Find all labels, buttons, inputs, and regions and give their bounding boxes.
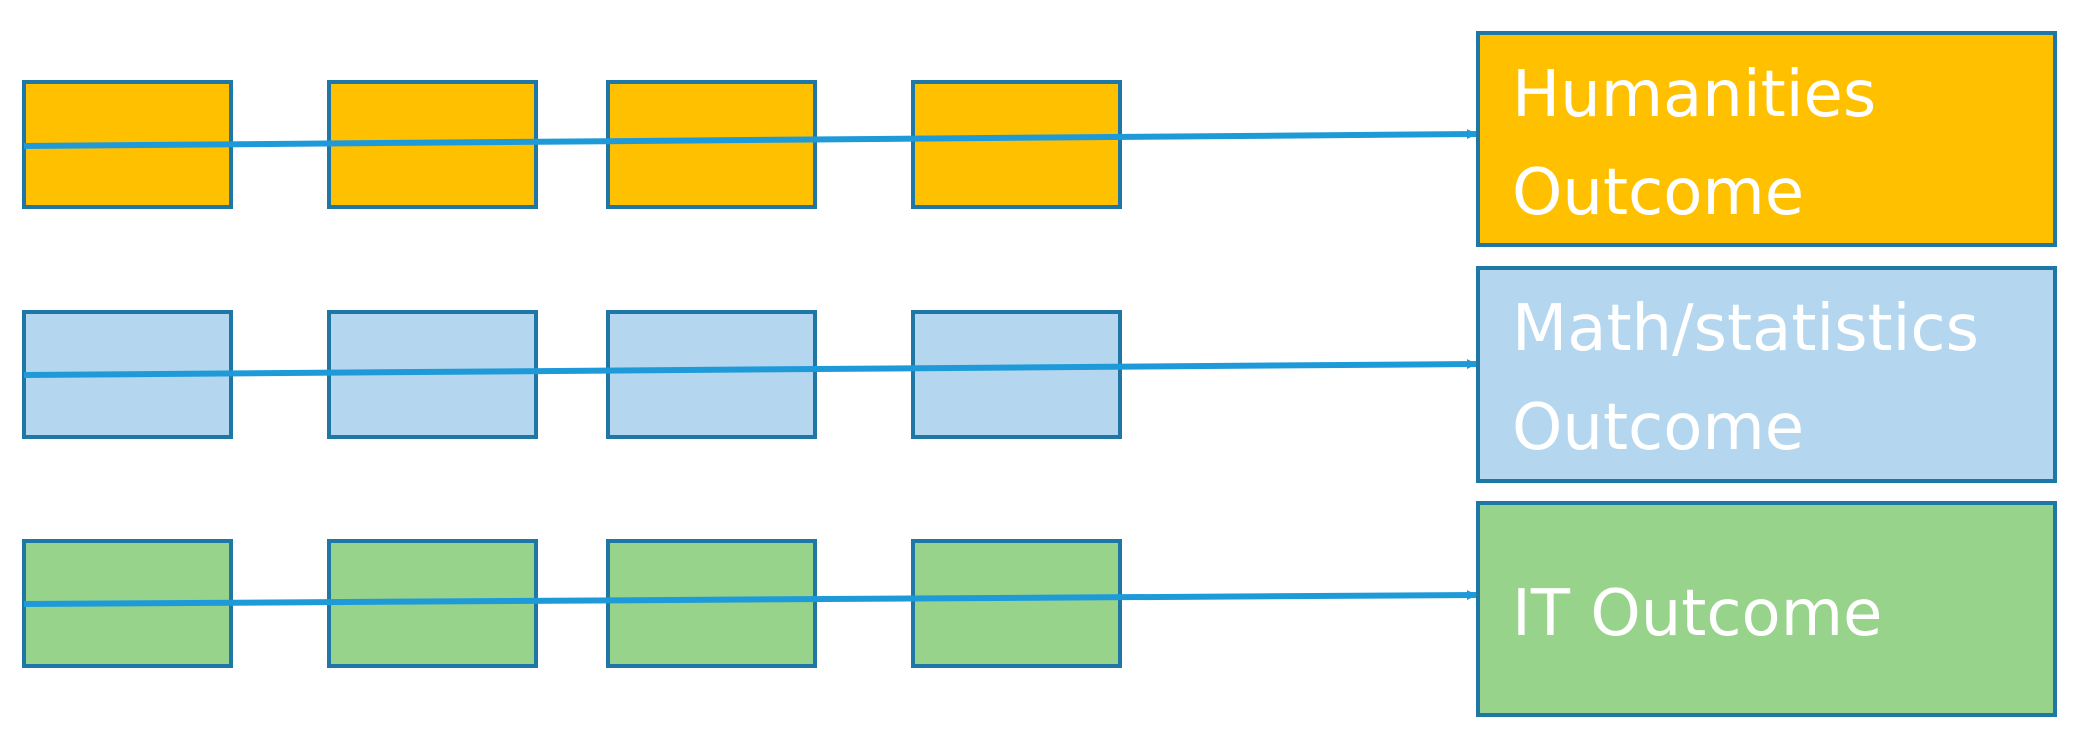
row-humanities: Humanities Outcome <box>22 31 2057 247</box>
outcome-label-line: IT Outcome <box>1512 577 1882 651</box>
outcome-label-line: Humanities <box>1512 58 1876 132</box>
outcome-label-math-statistics: Math/statistics Outcome <box>1512 292 1999 465</box>
outcome-label-line: Outcome <box>1512 391 1804 465</box>
pathway-arrow-math-statistics <box>23 359 1477 378</box>
step-box-humanities-3 <box>606 80 817 209</box>
step-box-math-3 <box>606 310 817 439</box>
step-box-it-3 <box>606 539 817 668</box>
outcome-box-it <box>1476 501 2057 717</box>
pathway-arrow-it <box>23 590 1477 607</box>
outcome-label-humanities: Humanities Outcome <box>1512 58 1897 230</box>
outcome-box-math-statistics <box>1476 266 2057 483</box>
row-math-statistics: Math/statistics Outcome <box>22 266 2057 483</box>
outcome-box-humanities <box>1476 31 2057 247</box>
outcome-label-line: Math/statistics <box>1512 292 1979 366</box>
outcome-label-it: IT Outcome <box>1512 577 1882 651</box>
step-box-humanities-4 <box>911 80 1122 209</box>
pathway-arrow-humanities <box>23 129 1477 149</box>
step-box-math-4 <box>911 310 1122 439</box>
row-it: IT Outcome <box>22 501 2057 717</box>
outcome-label-line: Outcome <box>1512 156 1804 230</box>
step-box-it-4 <box>911 539 1122 668</box>
